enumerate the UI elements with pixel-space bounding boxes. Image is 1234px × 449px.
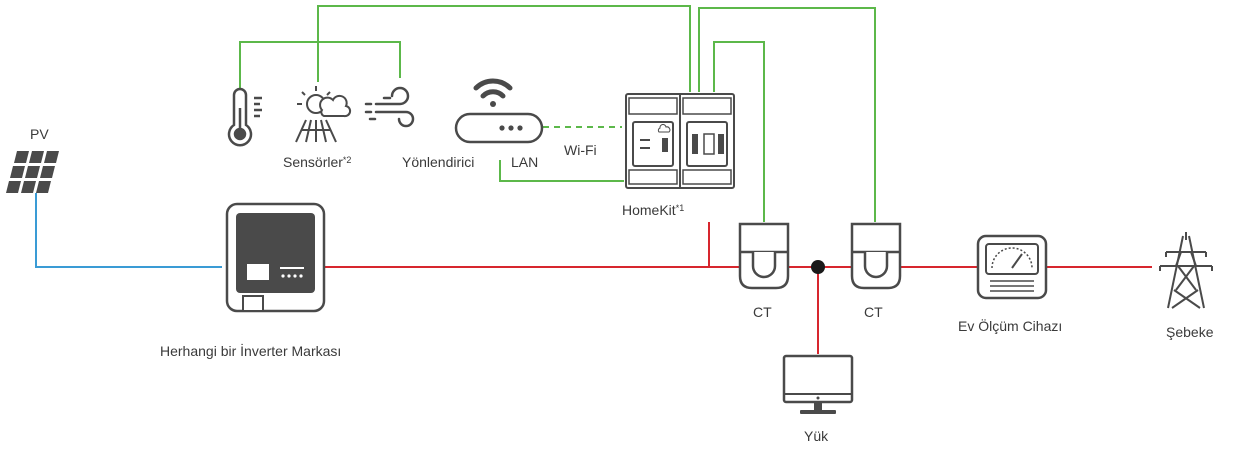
ct-clamp-icon [850, 222, 902, 290]
load-label: Yük [804, 428, 829, 444]
homekit-footnote: *1 [675, 203, 685, 213]
lan-label: LAN [511, 154, 539, 170]
grid-label: Şebeke [1166, 324, 1214, 340]
junction-node [811, 260, 825, 274]
ct-left-label: CT [753, 304, 772, 320]
inverter-label: Herhangi bir İnverter Markası [160, 343, 342, 359]
thermometer-icon [227, 87, 262, 147]
ac-lines [325, 222, 1152, 354]
wind-icon [364, 86, 415, 128]
router-icon [454, 78, 544, 144]
homekit-label: HomeKit*1 [622, 202, 684, 218]
signal-lines [239, 5, 876, 222]
sensors-label-text: Sensörler [283, 154, 343, 170]
dc-line [35, 193, 222, 268]
solar-panel-icon [6, 151, 59, 193]
ct-right-label: CT [864, 304, 883, 320]
monitor-icon [782, 354, 854, 414]
homekit-label-text: HomeKit [622, 202, 676, 218]
inverter-icon [225, 202, 326, 313]
wifi-label: Wi-Fi [564, 142, 597, 158]
ct-clamp-icon [738, 222, 790, 290]
pv-label: PV [30, 126, 49, 142]
energy-meter-icon [976, 234, 1048, 300]
homekit-device-icon [625, 93, 735, 189]
transmission-tower-icon [1159, 232, 1213, 309]
sensors-footnote: *2 [342, 155, 352, 165]
sun-weather-icon [295, 86, 352, 143]
sensors-label: Sensörler*2 [283, 154, 351, 170]
meter-label: Ev Ölçüm Cihazı [958, 318, 1063, 334]
router-label: Yönlendirici [402, 154, 475, 170]
